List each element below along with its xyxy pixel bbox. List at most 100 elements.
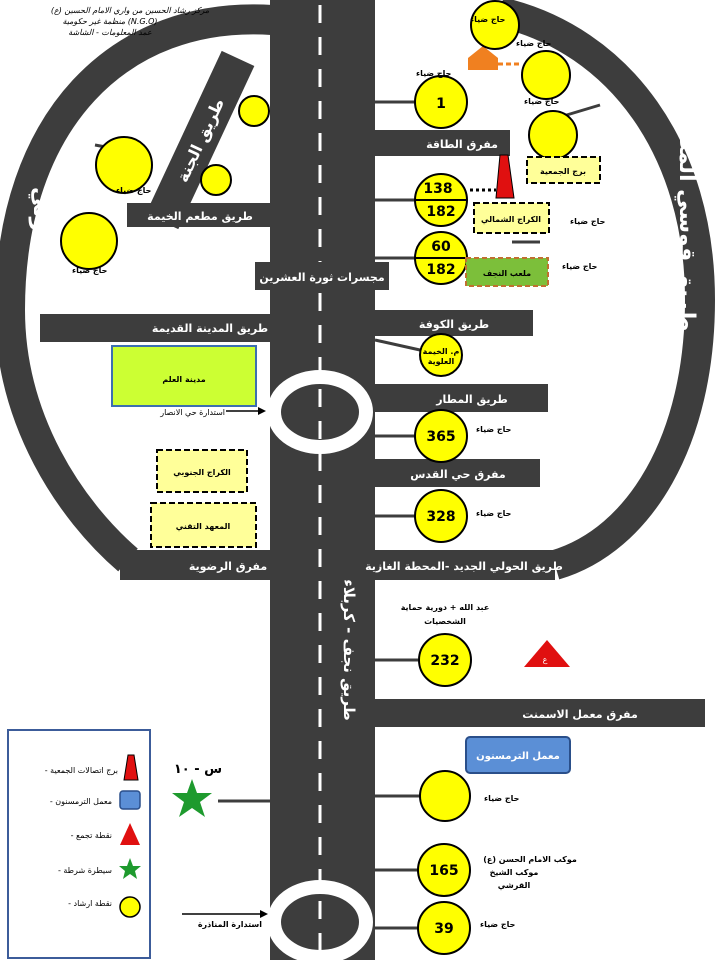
svg-text:- نقطة تجمع: - نقطة تجمع [71,831,112,840]
svg-text:- نقطة ارشاد: - نقطة ارشاد [68,899,112,908]
guidance-point-icon [95,136,153,194]
burj-box [526,156,601,184]
mala3ab-box [465,257,549,287]
svg-text:182: 182 [426,204,455,220]
road-khaima-label: طريق مطعم الخيمة [147,210,253,223]
janoubi-box [156,449,248,493]
haj-label: حاج ضياء [476,509,512,518]
numbered-circle-232: 232 [418,633,472,687]
svg-text:استدارة المناذرة: استدارة المناذرة [198,920,262,929]
ring-road-left [0,4,273,572]
haj-label: حاج ضياء [476,425,512,434]
note-165-line3: القرشي [498,881,531,890]
haj-label: حاج ضياء [524,97,560,106]
numbered-circle-39: 39 [417,901,471,955]
road-kufa [375,310,533,336]
note-165-line2: موكب الشيخ [490,868,539,877]
burj-label: برج الجمعية [540,167,586,176]
haj-label: حاج ضياء [116,186,152,195]
main-road-label: طريق نجف - كربلاء [340,579,358,721]
madina-label: مدينة العلم [162,375,205,384]
svg-text:182: 182 [426,262,455,278]
numbered-circle-165: 165 [417,843,471,897]
road-quds-label: مفرق حي القدس [410,468,505,481]
svg-text:1: 1 [436,96,446,112]
svg-text:232: 232 [430,653,459,669]
road-kufa-label: طريق الكوفة [419,318,489,331]
header-note: مركز رشاد الحسين من واري الامام الحسين (… [51,6,210,37]
svg-text:165: 165 [429,863,458,879]
tower-icon [495,154,515,199]
ring-road-right-label: طريق قوسي المطار [674,108,699,332]
haj-label: حاج ضياء [484,794,520,803]
factory-icon [119,790,141,810]
numbered-circle-1: 1 [414,75,468,129]
haj-label: حاج ضياء [570,217,606,226]
numbered-circle-365: 365 [414,409,468,463]
haj-label: حاج ضياء [72,266,108,275]
turmusun-label: معمل الترمسنون [476,751,560,762]
svg-text:365: 365 [426,429,455,445]
arrow-ansar: استدارة حي الانصار [159,407,266,417]
svg-text:عمد المعلومات - الشاشة: عمد المعلومات - الشاشة [68,28,152,37]
roundabout-ansar [267,370,373,454]
road-quds [375,459,540,487]
road-qadima-label: طريق المدينة القديمة [152,322,268,335]
haj-label: حاج ضياء [470,15,506,24]
road-taqa [375,130,510,156]
svg-text:م. الخيمة: م. الخيمة [423,347,460,356]
numbered-circle-328: 328 [414,489,468,543]
madina-box [111,345,257,407]
svg-text:استدارة حي الانصار: استدارة حي الانصار [159,408,225,417]
guidance-point-icon [521,50,571,100]
guidance-point-icon [470,0,520,50]
road-jisrat-label: مجسرات ثورة العشرين [259,271,384,284]
svg-text:- سيطرة شرطة: - سيطرة شرطة [58,866,112,875]
haj-label: حاج ضياء [480,920,516,929]
turmusun-box [465,736,571,774]
maahad-label: المعهد التقني [176,522,231,531]
road-asmant-label: مفرق معمل الاسمنت [522,708,638,721]
svg-text:العلوية: العلوية [428,357,455,366]
road-radawiya-label: مفرق الرضوية [189,560,267,573]
svg-text:60: 60 [431,239,451,255]
police-label: س - ١٠ [174,762,222,777]
legend: - برج اتصالات الجمعية - معمل الترمسنون -… [7,729,151,959]
svg-text:منظمة غير حكومية (N.G.O): منظمة غير حكومية (N.G.O) [62,17,157,26]
road-asmant [375,699,705,727]
svg-text:328: 328 [426,509,455,525]
road-hawli-jadid [375,550,555,580]
tower-icon [123,754,139,781]
guidance-point-icon [419,770,471,822]
haj-labels: حاج ضياء حاج ضياء حاج ضياء حاج ضياء حاج … [72,15,606,929]
haj-label: حاج ضياء [562,262,598,271]
ring-road-right [496,0,716,580]
guidance-point-icon [238,95,270,127]
road-matar [375,384,548,412]
roundabout-manathira [267,880,373,960]
svg-text:39: 39 [434,921,453,937]
guidance-point-icon [119,896,141,918]
police-star-icon [119,858,141,879]
haj-label: حاج ضياء [516,39,552,48]
svg-text:- برج اتصالات الجمعية: - برج اتصالات الجمعية [45,766,118,775]
guidance-point-icon [528,110,578,160]
gathering-icon [120,823,140,845]
note-232-line1: عبد الله + دورية حماية [401,603,490,612]
road-janna [145,50,255,230]
gathering-icon [524,640,570,667]
svg-text:ع: ع [543,655,548,664]
house-icon [468,46,498,70]
road-qadima [40,314,270,342]
janoubi-label: الكراج الجنوبي [173,468,231,477]
numbered-circle-138-182: 138 182 [414,173,468,227]
road-radawiya [120,550,270,580]
shamali-box [473,202,550,234]
maahad-box [150,502,257,548]
svg-text:138: 138 [423,181,452,197]
road-jisrat [255,262,389,290]
haj-label: حاج ضياء [416,69,452,78]
ring-road-left-label: طريق الحولي [28,187,53,333]
mala3ab-label: ملعب النجف [483,269,531,278]
